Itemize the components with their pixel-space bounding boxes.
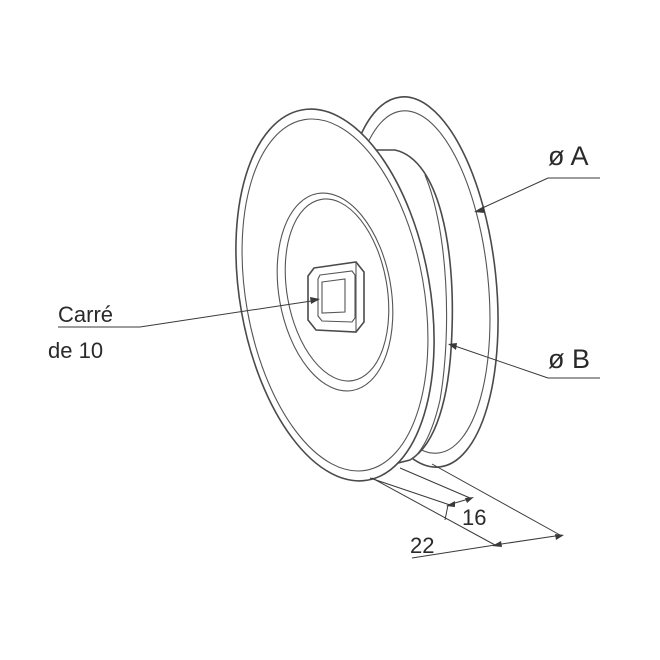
square-label-line2: de 10 [48,338,103,363]
dimension-16-label: 16 [462,505,486,530]
diameter-b-leader [448,343,600,379]
dimension-22-label: 22 [410,533,434,558]
square-bore [307,261,365,333]
square-label-line1: Carré [58,302,113,327]
diameter-a-leader [474,177,600,213]
square-leader [58,297,320,328]
diameter-b-label: ø B [548,344,590,374]
width-dimensions [369,463,564,559]
diameter-a-label: ø A [548,141,589,171]
